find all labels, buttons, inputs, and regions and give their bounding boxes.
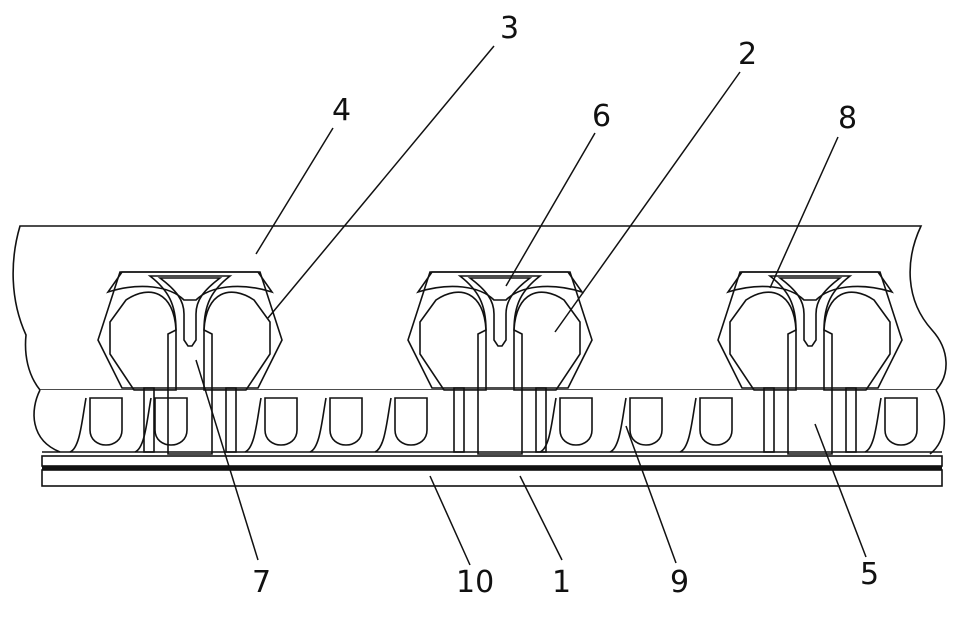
cell-post-right	[225, 387, 237, 453]
cell	[717, 271, 903, 455]
base-layer-line	[42, 466, 942, 470]
cell-post-left	[453, 387, 465, 453]
fin	[89, 397, 123, 446]
cell-filler-right	[203, 291, 271, 391]
cell-cap-8	[415, 271, 585, 301]
cell-stem-5	[767, 275, 853, 455]
cell-stem-5	[457, 275, 543, 455]
label-5: 5	[860, 557, 879, 592]
label-10: 10	[456, 565, 494, 600]
outer-body-4	[12, 225, 947, 391]
fin	[559, 397, 593, 446]
cell-cavity	[97, 271, 283, 389]
cell-cavity	[717, 271, 903, 389]
cell-filler-right	[823, 291, 891, 391]
base-layer-10	[41, 455, 943, 467]
cell-group	[97, 271, 903, 455]
cell-post-right	[845, 387, 857, 453]
fin	[329, 397, 363, 446]
cell-channel-7	[467, 277, 533, 347]
fin-gap	[69, 397, 87, 453]
fin-gap	[244, 397, 262, 453]
cell-post-left	[143, 387, 155, 453]
fin-row-9	[42, 397, 942, 453]
fin	[394, 397, 428, 446]
fin-gap	[309, 397, 327, 453]
cell-cap-8	[105, 271, 275, 301]
fin	[629, 397, 663, 446]
cell-stem-5	[147, 275, 233, 455]
cell	[407, 271, 593, 455]
cell	[97, 271, 283, 455]
label-1: 1	[552, 565, 571, 600]
label-4: 4	[332, 93, 351, 128]
lower-cavity-band	[35, 390, 941, 454]
fin	[699, 397, 733, 446]
label-9: 9	[670, 565, 689, 600]
fin	[264, 397, 298, 446]
label-8: 8	[838, 101, 857, 136]
fin-gap	[539, 397, 557, 453]
cell-filler-left-2	[109, 291, 177, 391]
base-layer-1	[41, 469, 943, 487]
fin-gap	[134, 397, 152, 453]
label-6: 6	[592, 99, 611, 134]
cell-filler-right	[513, 291, 581, 391]
label-2: 2	[738, 37, 757, 72]
cell-cavity	[407, 271, 593, 389]
cell-channel-7	[157, 277, 223, 347]
fin-gap	[374, 397, 392, 453]
cell-cap-8	[725, 271, 895, 301]
cell-filler-left-2	[419, 291, 487, 391]
part-labels: 4 3 6 2 8 7 10 1 9 5	[252, 11, 879, 600]
label-7: 7	[252, 565, 271, 600]
fin-gap	[864, 397, 882, 453]
cell-filler-left-2	[729, 291, 797, 391]
fin	[154, 397, 188, 446]
fin-gap	[609, 397, 627, 453]
leader-lines	[195, 45, 867, 566]
fin-gap	[679, 397, 697, 453]
fin	[884, 397, 918, 446]
cell-post-left	[763, 387, 775, 453]
cell-post-right	[535, 387, 547, 453]
cell-channel-7	[777, 277, 843, 347]
label-3: 3	[500, 11, 519, 46]
